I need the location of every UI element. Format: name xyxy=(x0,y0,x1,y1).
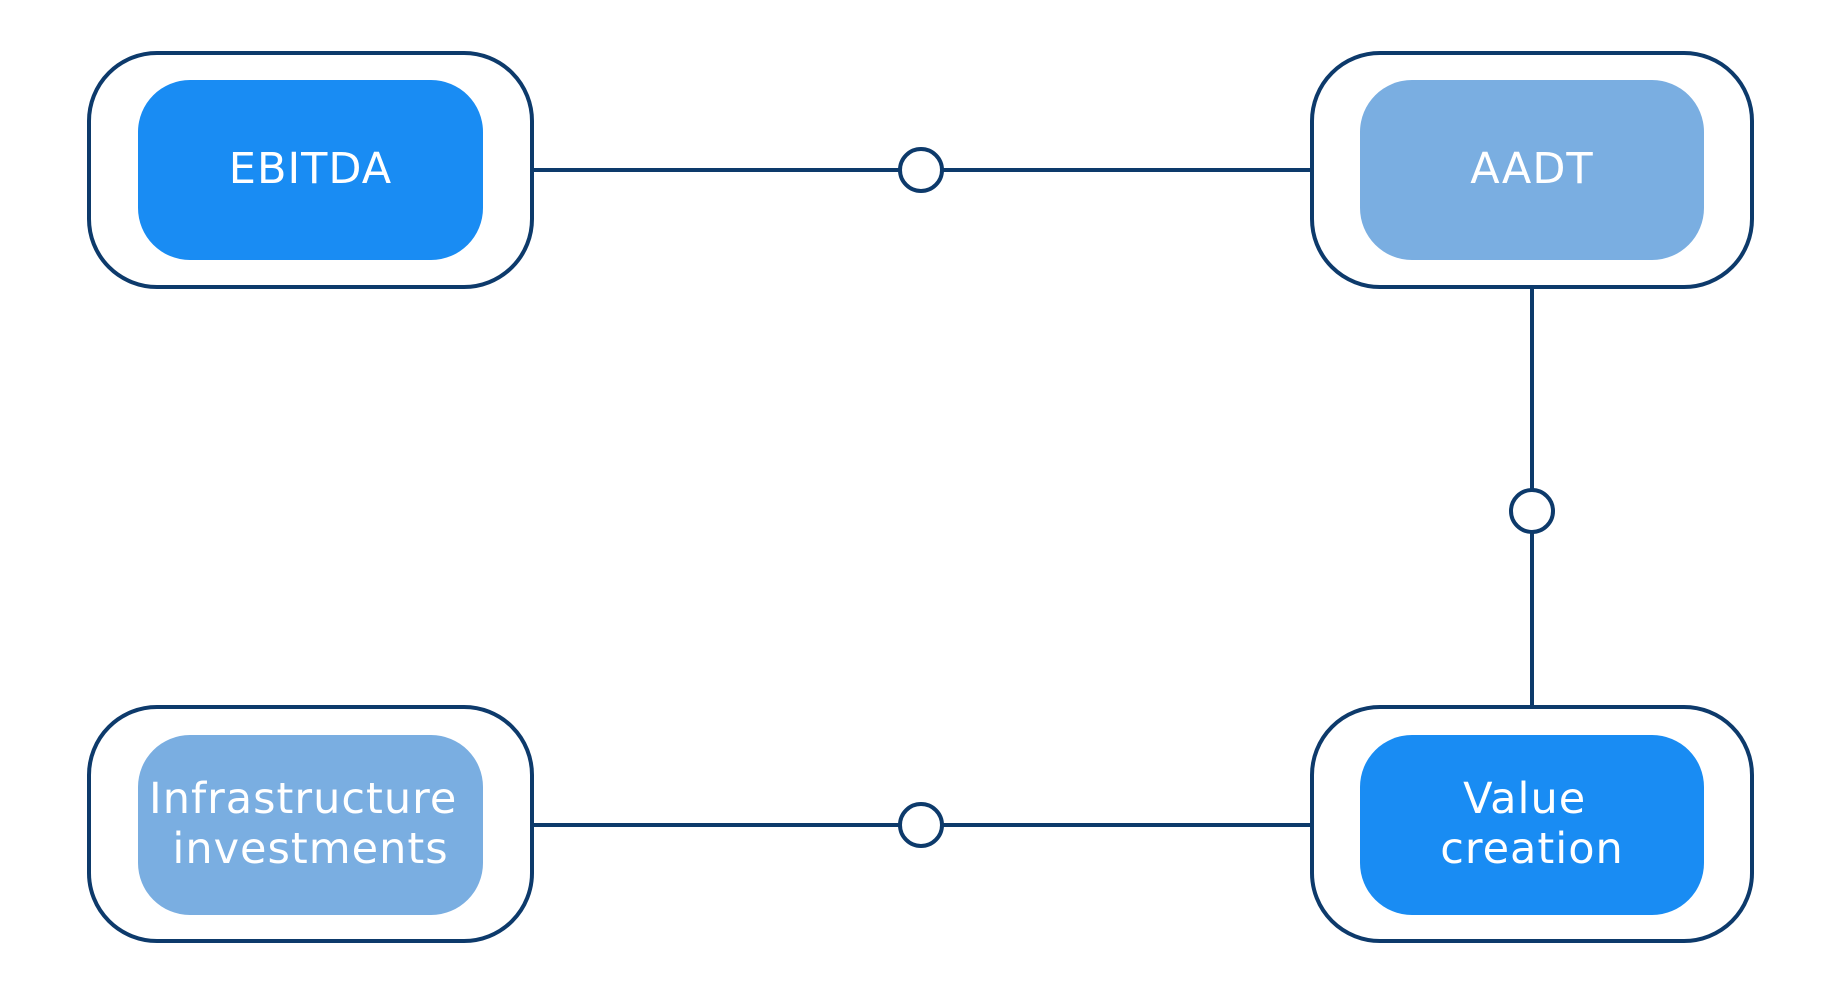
node-label-line: EBITDA xyxy=(229,144,392,194)
node-label-line: Value xyxy=(1463,774,1586,824)
node-label: Value creation xyxy=(1440,774,1624,874)
node-fill xyxy=(138,80,483,260)
node-fill xyxy=(1360,80,1704,260)
node-label: Infrastructure investments xyxy=(149,774,472,874)
node-fill xyxy=(138,735,483,915)
junction-circle-bottom xyxy=(898,802,944,848)
junction-circle-top xyxy=(898,147,944,193)
node-label-line: creation xyxy=(1440,824,1624,874)
node-value-creation[interactable]: Value creation xyxy=(1310,705,1754,943)
node-label: EBITDA xyxy=(229,144,392,194)
node-label: AADT xyxy=(1470,144,1593,194)
node-label-line: Infrastructure xyxy=(149,774,457,824)
node-aadt[interactable]: AADT xyxy=(1310,51,1754,289)
node-label-line: investments xyxy=(172,824,448,874)
node-infrastructure-investments[interactable]: Infrastructure investments xyxy=(87,705,534,943)
junction-circle-right xyxy=(1509,488,1555,534)
node-fill xyxy=(1360,735,1704,915)
node-label-line: AADT xyxy=(1470,144,1593,194)
connector-junctions xyxy=(898,147,1555,848)
node-ebitda[interactable]: EBITDA xyxy=(87,51,534,289)
